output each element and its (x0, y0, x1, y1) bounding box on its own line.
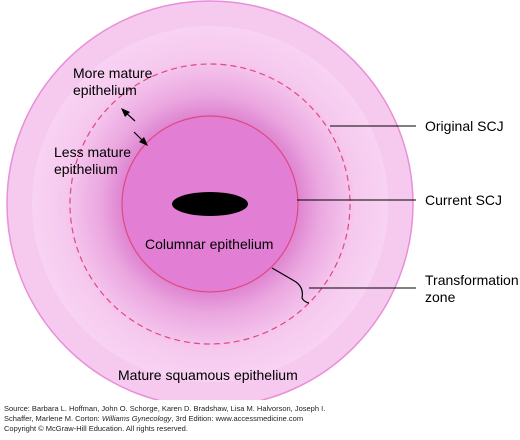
transformation-zone-bracket (271, 267, 310, 304)
original-scj-boundary (69, 63, 351, 345)
source-citation: Source: Barbara L. Hoffman, John O. Scho… (4, 404, 516, 434)
cervix-diagram: More mature epithelium Less mature epith… (6, 0, 519, 400)
columnar-epithelium-label: Columnar epithelium (145, 236, 273, 252)
original-scj-label: Original SCJ (425, 118, 504, 134)
more-mature-label-line1: More mature (73, 65, 153, 81)
source-authors-tail: Schaffer, Marlene M. Corton: (4, 414, 102, 423)
transformation-zone-label-line2: zone (425, 289, 456, 305)
source-line-2: Schaffer, Marlene M. Corton: Williams Gy… (4, 414, 516, 424)
copyright-line: Copyright © McGraw-Hill Education. All r… (4, 424, 188, 433)
more-mature-label-line2: epithelium (73, 82, 137, 98)
mature-squamous-label: Mature squamous epithelium (118, 367, 298, 383)
source-edition: , 3rd Edition: www.accessmedicine.com (171, 414, 304, 423)
less-mature-label-line2: epithelium (54, 161, 118, 177)
current-scj-label: Current SCJ (425, 192, 502, 208)
transformation-zone-label-line1: Transformation (425, 272, 519, 288)
less-mature-label-line1: Less mature (54, 144, 131, 160)
source-book-title: Williams Gynecology (101, 414, 172, 423)
external-os (172, 192, 248, 216)
arrow-down-icon (133, 131, 148, 146)
source-line-1: Source: Barbara L. Hoffman, John O. Scho… (4, 404, 326, 413)
arrow-up-icon (121, 108, 136, 122)
